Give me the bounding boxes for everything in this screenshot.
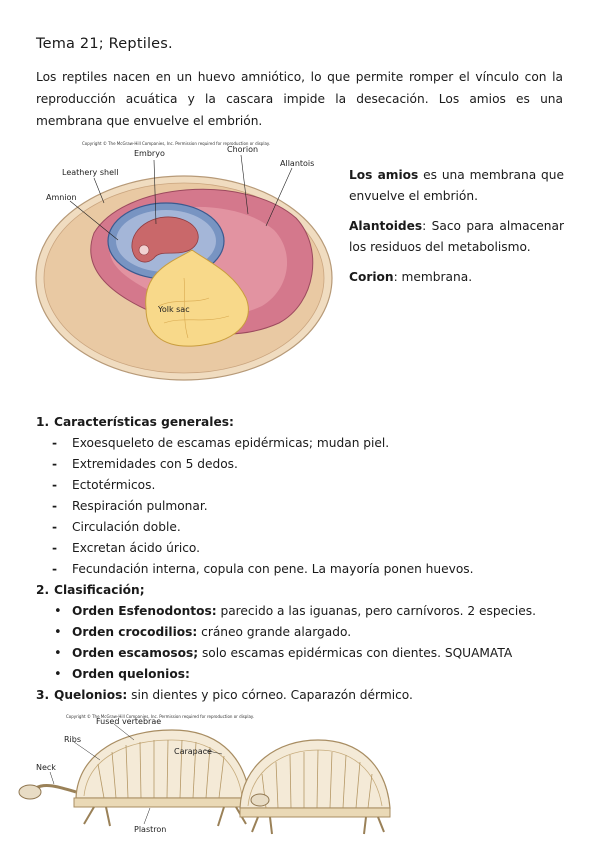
label-carapace: Carapace <box>174 747 212 756</box>
list-item: -Fecundación interna, copula con pene. L… <box>52 562 474 576</box>
list-item: •Orden crocodilios: cráneo grande alarga… <box>54 625 352 640</box>
section-1-heading: 1. Características generales: <box>36 415 234 429</box>
neck-shape <box>35 784 77 794</box>
label-fused-vertebrae: Fused vertebrae <box>96 717 161 726</box>
list-item: -Respiración pulmonar. <box>52 499 208 513</box>
label-amnion: Amnion <box>46 193 77 202</box>
amniotic-egg-figure: Copyright © The McGraw-Hill Companies, I… <box>34 138 340 384</box>
skull-shape <box>18 784 42 800</box>
section-3-heading: 3. Quelonios: sin dientes y pico córneo.… <box>36 688 413 702</box>
list-item: -Extremidades con 5 dedos. <box>52 457 238 471</box>
definition-amnios: Los amios es una membrana que envuelve e… <box>349 168 564 203</box>
list-item: -Exoesqueleto de escamas epidérmicas; mu… <box>52 436 390 450</box>
carapace-shape <box>75 729 251 799</box>
outline-list: 1. Características generales: -Exoesquel… <box>36 412 576 706</box>
turtle-side-view: Fused vertebrae Ribs Carapace Neck Plast… <box>18 717 267 834</box>
label-embryo: Embryo <box>134 149 165 158</box>
membrane-definitions: Los amios es una membrana que envuelve e… <box>349 165 564 297</box>
list-item: -Ectotérmicos. <box>52 478 156 492</box>
ribs-shape <box>97 739 225 799</box>
intro-paragraph: Los reptiles nacen en un huevo amniótico… <box>36 70 563 128</box>
label-allantois: Allantois <box>280 159 314 168</box>
turtle-retracted-view <box>239 739 391 835</box>
definition-corion: Corion: membrana. <box>349 270 473 284</box>
list-item: -Excretan ácido úrico. <box>52 541 201 555</box>
label-yolk-sac: Yolk sac <box>157 305 190 314</box>
plastron-shape <box>73 797 253 808</box>
yolk-sac <box>145 249 249 347</box>
section-2-heading: 2. Clasificación; <box>36 583 145 597</box>
list-item: •Orden quelonios: <box>54 667 190 682</box>
egg-copyright: Copyright © The McGraw-Hill Companies, I… <box>82 141 270 146</box>
label-ribs: Ribs <box>64 735 81 744</box>
turtle-copyright: Copyright © The McGraw-Hill Companies, I… <box>66 714 254 719</box>
list-item: -Circulación doble. <box>52 520 181 534</box>
label-chorion: Chorion <box>227 145 258 154</box>
document-title: Tema 21; Reptiles. <box>36 36 173 52</box>
embryo-eye <box>138 244 150 256</box>
definition-alantoides: Alantoides: Saco para almacenar los resi… <box>349 219 564 254</box>
label-plastron: Plastron <box>134 825 166 834</box>
label-neck: Neck <box>36 763 56 772</box>
list-item: •Orden Esfenodontos: parecido a las igua… <box>54 604 536 619</box>
list-item: •Orden escamosos; solo escamas epidérmic… <box>54 646 513 661</box>
label-leathery-shell: Leathery shell <box>62 168 118 177</box>
turtle-skeleton-figure: Copyright © The McGraw-Hill Companies, I… <box>14 712 406 848</box>
